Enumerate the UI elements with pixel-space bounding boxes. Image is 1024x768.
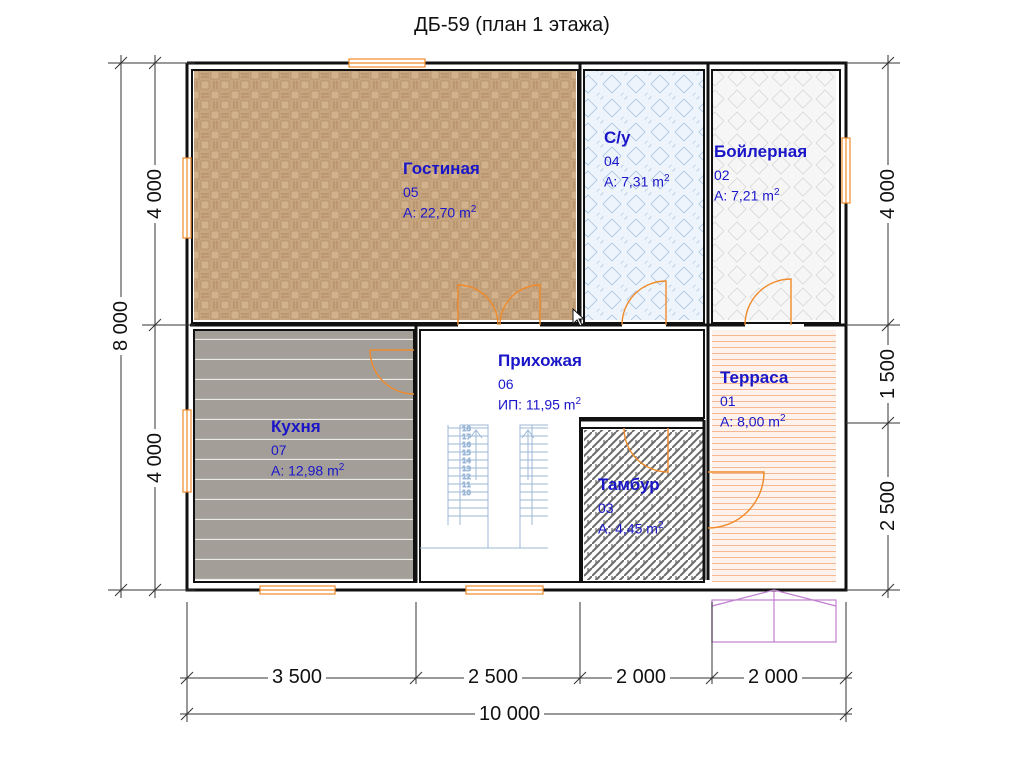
kitchen-floor bbox=[194, 330, 414, 580]
room-code: 04 bbox=[604, 153, 620, 169]
dim-left-lower: 4 000 bbox=[144, 428, 166, 488]
room-code: 06 bbox=[498, 376, 514, 392]
room-name: Тамбур bbox=[598, 475, 660, 494]
dim-bottom-total: 10 000 bbox=[475, 704, 545, 724]
room-code: 03 bbox=[598, 500, 614, 516]
dim-bottom-segment: 3 500 bbox=[268, 667, 327, 687]
windows bbox=[182, 58, 851, 595]
stair-number: 18 bbox=[462, 425, 471, 433]
plan-title: ДБ-59 (план 1 этажа) bbox=[414, 14, 610, 36]
dim-left-upper: 4 000 bbox=[144, 164, 166, 224]
dim-bottom-segment: 2 500 bbox=[464, 667, 523, 687]
room-label-terrace: Терраса 01 A: 8,00 m2 bbox=[720, 369, 788, 429]
dim-right-upper: 4 000 bbox=[877, 164, 899, 224]
stair-number: 12 bbox=[462, 473, 471, 481]
room-area: A: 7,21 m2 bbox=[714, 187, 780, 204]
staircase: 18 17 16 15 14 13 12 11 10 bbox=[420, 424, 548, 549]
room-area: A: 8,00 m2 bbox=[720, 413, 786, 430]
room-label-living-room: Гостиная 05 A: 22,70 m2 bbox=[403, 160, 480, 220]
room-label-boiler-room: Бойлерная 02 A: 7,21 m2 bbox=[714, 143, 807, 203]
room-label-bathroom: С/у 04 A: 7,31 m2 bbox=[604, 129, 670, 189]
room-label-hallway: Прихожая 06 ИП: 11,95 m2 bbox=[498, 352, 582, 412]
dim-right-middle: 1 500 bbox=[877, 344, 899, 404]
stair-number: 11 bbox=[462, 481, 471, 489]
living-room-floor bbox=[194, 71, 576, 320]
stair-number: 15 bbox=[462, 449, 471, 457]
doors bbox=[369, 278, 792, 529]
wall-inner-lines bbox=[191, 69, 841, 583]
stair-number: 10 bbox=[462, 489, 471, 497]
stair-number: 14 bbox=[462, 457, 471, 465]
room-name: Бойлерная bbox=[714, 142, 808, 161]
room-name: Терраса bbox=[720, 368, 789, 387]
vestibule-floor bbox=[584, 430, 704, 580]
bathroom-floor bbox=[584, 71, 704, 320]
room-code: 05 bbox=[403, 184, 419, 200]
room-name: Кухня bbox=[271, 417, 321, 436]
room-name: С/у bbox=[604, 128, 631, 147]
room-area: A: 12,98 m2 bbox=[271, 462, 345, 479]
room-area: A: 22,70 m2 bbox=[403, 204, 477, 221]
dim-bottom-segment: 2 000 bbox=[744, 667, 803, 687]
stair-number: 16 bbox=[462, 441, 471, 449]
mouse-cursor-icon bbox=[572, 307, 586, 327]
room-name: Гостиная bbox=[403, 159, 480, 178]
entry-steps bbox=[711, 589, 837, 643]
terrace-floor bbox=[712, 330, 836, 582]
dim-bottom-segment: 2 000 bbox=[612, 667, 671, 687]
room-name: Прихожая bbox=[498, 351, 582, 370]
room-area: A: 7,31 m2 bbox=[604, 173, 670, 190]
room-code: 02 bbox=[714, 167, 730, 183]
room-label-kitchen: Кухня 07 A: 12,98 m2 bbox=[271, 418, 344, 478]
room-area: ИП: 11,95 m2 bbox=[498, 396, 582, 413]
room-area: A: 4,45 m2 bbox=[598, 520, 664, 537]
stair-number: 13 bbox=[462, 465, 471, 473]
room-code: 01 bbox=[720, 393, 736, 409]
room-label-vestibule: Тамбур 03 A: 4,45 m2 bbox=[598, 476, 664, 536]
dim-right-lower: 2 500 bbox=[877, 476, 899, 536]
boiler-room-floor bbox=[712, 71, 836, 320]
dim-left-total: 8 000 bbox=[110, 296, 132, 356]
room-code: 07 bbox=[271, 442, 287, 458]
stair-number: 17 bbox=[462, 433, 471, 441]
